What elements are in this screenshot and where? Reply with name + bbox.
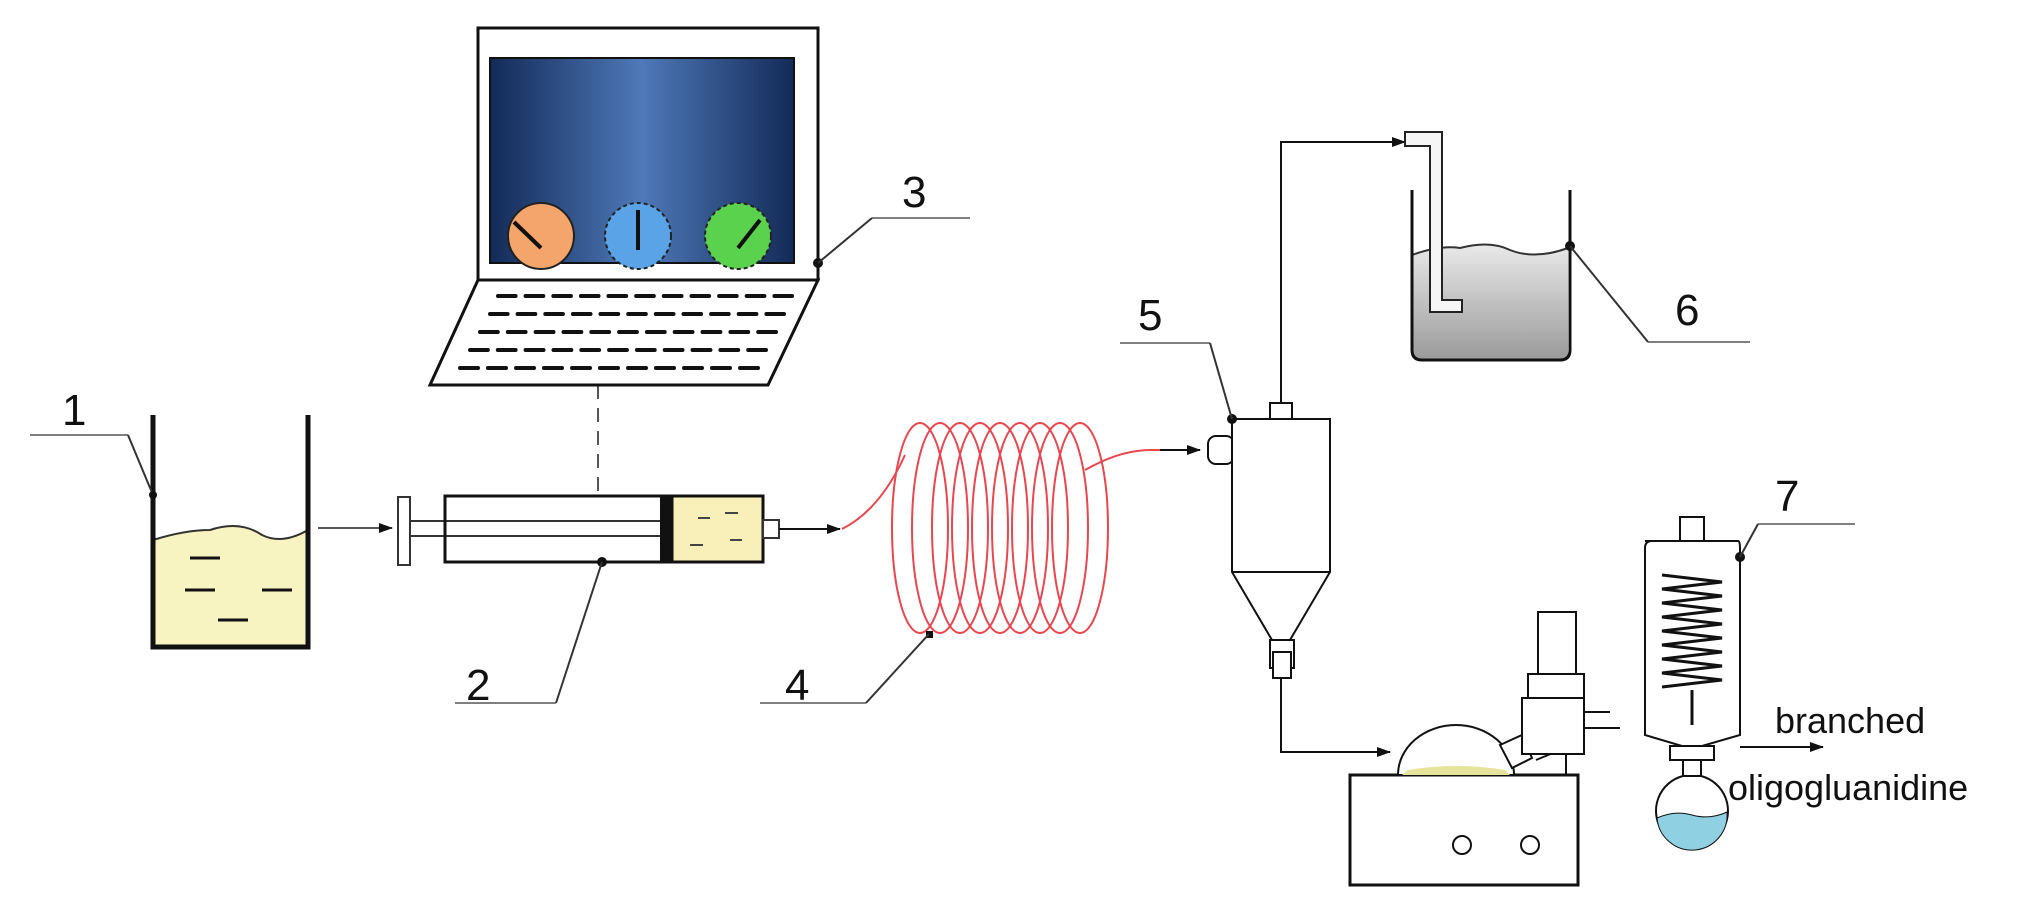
trap-beaker	[1404, 131, 1575, 362]
rotary-evaporator	[1348, 516, 1824, 887]
coil-loop	[971, 422, 1029, 634]
coil-reactor	[841, 422, 1201, 638]
vapor-line	[1280, 137, 1406, 403]
label-6: 6	[1675, 286, 1699, 335]
feed-beaker	[150, 415, 311, 650]
coil-loop	[1051, 422, 1109, 634]
laptop-controller	[427, 26, 823, 387]
label-4: 4	[785, 661, 809, 710]
label-4-callout: 4	[760, 633, 930, 710]
label-3: 3	[902, 168, 926, 217]
coil-loop	[931, 422, 989, 634]
coil-loop	[1031, 422, 1089, 634]
coil-loop	[891, 422, 949, 634]
liquid-line	[1280, 678, 1391, 757]
label-2: 2	[466, 661, 490, 710]
label-2-callout: 2	[455, 561, 603, 710]
coil-loop	[991, 422, 1049, 634]
dial-green-icon	[704, 202, 772, 270]
label-5: 5	[1138, 291, 1162, 340]
label-7: 7	[1775, 472, 1799, 521]
product-label-line1: branched	[1775, 700, 1925, 741]
rotavap-base	[1348, 773, 1580, 887]
syringe-pump	[397, 494, 841, 567]
label-6-callout: 6	[1569, 245, 1750, 343]
separator-vessel	[1207, 402, 1331, 679]
feed-liquid	[152, 525, 309, 648]
coil-loop	[911, 422, 969, 634]
label-3-callout: 3	[817, 168, 970, 264]
product-label-line2: oligogluanidine	[1728, 767, 1968, 808]
label-7-callout: 7	[1739, 472, 1855, 558]
label-1: 1	[62, 386, 86, 435]
label-5-callout: 5	[1120, 291, 1233, 420]
dial-blue-icon	[604, 202, 672, 270]
coil-loop	[951, 422, 1009, 634]
condenser-coil	[1661, 573, 1723, 689]
dial-orange-icon	[507, 202, 575, 270]
coil-loop	[1011, 422, 1069, 634]
label-1-callout: 1	[30, 386, 157, 499]
